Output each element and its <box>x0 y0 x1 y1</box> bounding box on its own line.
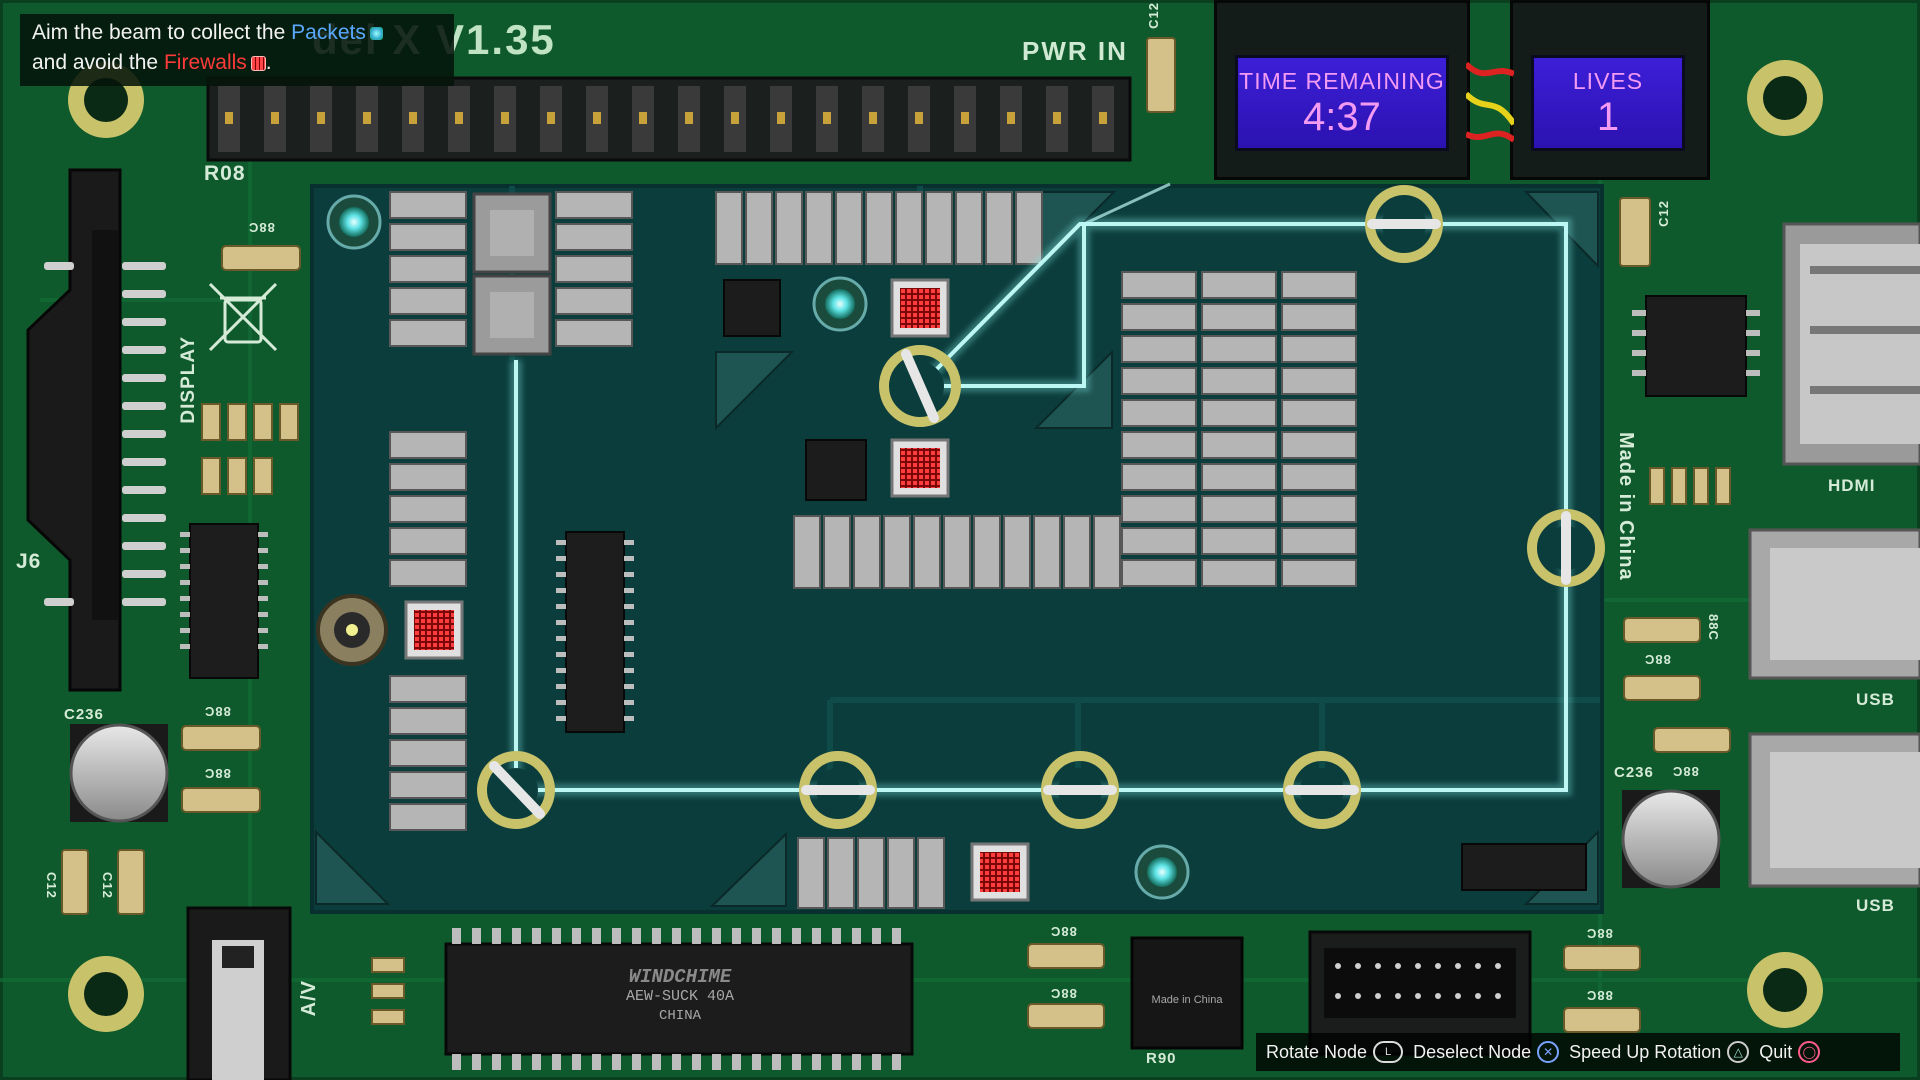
c88-label: 88C <box>248 220 275 235</box>
lives-panel: LIVES 1 <box>1510 0 1710 180</box>
mirror-node[interactable] <box>1283 751 1361 829</box>
c12-label: C12 <box>1656 200 1671 227</box>
crossed-bin-icon <box>208 282 278 352</box>
triangle-button-icon: △ <box>1727 1041 1750 1063</box>
small-chip-label: Made in China <box>1151 994 1223 1006</box>
c88-label: 88C <box>204 704 231 719</box>
packet <box>812 276 868 332</box>
usb-port <box>1748 528 1920 888</box>
control-deselect-node[interactable]: Deselect Node ✕ <box>1413 1041 1560 1063</box>
usb-label: USB <box>1856 690 1895 709</box>
packet <box>1134 844 1190 900</box>
hdmi-port <box>1782 222 1920 466</box>
control-quit[interactable]: Quit ◯ <box>1759 1041 1821 1063</box>
r08-label: R08 <box>204 162 246 185</box>
firewall <box>404 600 464 660</box>
pwr-in-label: PWR IN <box>1022 36 1128 66</box>
lives-display: LIVES 1 <box>1531 55 1685 151</box>
c12-label: C12 <box>100 872 115 899</box>
lives-value: 1 <box>1596 95 1620 139</box>
control-speed-up-rotation[interactable]: Speed Up Rotation △ <box>1569 1041 1750 1063</box>
control-label: Speed Up Rotation <box>1569 1041 1722 1062</box>
left-stick-icon: L <box>1373 1041 1404 1063</box>
control-label: Deselect Node <box>1413 1041 1532 1062</box>
c88-label: 88C <box>1586 926 1613 941</box>
time-panel: TIME REMAINING 4:37 <box>1214 0 1470 180</box>
c12-label: C12 <box>1146 2 1161 29</box>
firewall <box>890 438 950 498</box>
packets-word: Packets <box>291 21 366 44</box>
control-label: Rotate Node <box>1266 1041 1368 1062</box>
mirror-node[interactable] <box>1527 509 1605 587</box>
c88-label: 88C <box>1050 986 1077 1001</box>
c88-label: 88C <box>1644 652 1671 667</box>
controls-bar: Rotate Node L Deselect Node ✕ Speed Up R… <box>1256 1033 1900 1071</box>
control-rotate-node[interactable]: Rotate Node L <box>1266 1041 1404 1063</box>
chip-model: AEW-SUCK 40A <box>625 988 735 1005</box>
made-in-china-label: Made in China <box>1615 432 1637 581</box>
hint-text: . <box>265 51 272 74</box>
hdmi-label: HDMI <box>1828 476 1876 495</box>
c88-label: 88C <box>204 766 231 781</box>
c236-label: C236 <box>1614 764 1654 781</box>
instruction-hint: Aim the beam to collect the Packets and … <box>20 14 454 86</box>
r90-label: R90 <box>1146 1050 1177 1067</box>
firewall-icon <box>250 55 266 71</box>
c88-label: 88C <box>1050 924 1077 939</box>
hint-text: Aim the beam to collect the <box>32 21 286 44</box>
chip-brand: WINDCHIME <box>628 966 732 988</box>
lives-label: LIVES <box>1572 68 1644 94</box>
time-remaining-value: 4:37 <box>1303 95 1381 139</box>
c88-label: 88C <box>1586 988 1613 1003</box>
hint-text: and avoid the <box>32 51 159 74</box>
cross-button-icon: ✕ <box>1537 1041 1560 1063</box>
capacitor <box>69 723 1721 889</box>
mounting-hole <box>68 60 1823 1032</box>
packet <box>326 194 382 250</box>
packet-icon <box>369 26 383 40</box>
beam-emitter <box>316 594 388 666</box>
firewall <box>890 278 950 338</box>
circle-button-icon: ◯ <box>1798 1041 1821 1063</box>
firewall <box>970 842 1030 902</box>
display-label: DISPLAY <box>178 336 199 424</box>
hint-line-2: and avoid the Firewalls. <box>32 48 442 78</box>
mirror-node[interactable] <box>1365 185 1443 263</box>
firewalls-word: Firewalls <box>163 51 247 74</box>
mirror-node-selected[interactable] <box>879 345 961 427</box>
mirror-node[interactable] <box>1041 751 1119 829</box>
laser-beam <box>510 182 1572 796</box>
av-label: A/V <box>298 980 320 1017</box>
hud-wires <box>1466 61 1514 143</box>
c236-label: C236 <box>64 706 104 723</box>
time-remaining-label: TIME REMAINING <box>1239 68 1445 94</box>
c88-label: 88C <box>1706 614 1721 641</box>
c88-label: 88C <box>1672 764 1699 779</box>
mirror-node[interactable] <box>799 751 877 829</box>
mirror-node[interactable] <box>477 751 555 829</box>
usb-label: USB <box>1856 896 1895 915</box>
j6-label: J6 <box>16 550 42 573</box>
c12-label: C12 <box>44 872 59 899</box>
time-remaining-display: TIME REMAINING 4:37 <box>1235 55 1449 151</box>
control-label: Quit <box>1759 1041 1793 1062</box>
hint-line-1: Aim the beam to collect the Packets <box>32 18 442 48</box>
chip-origin: CHINA <box>658 1008 701 1024</box>
